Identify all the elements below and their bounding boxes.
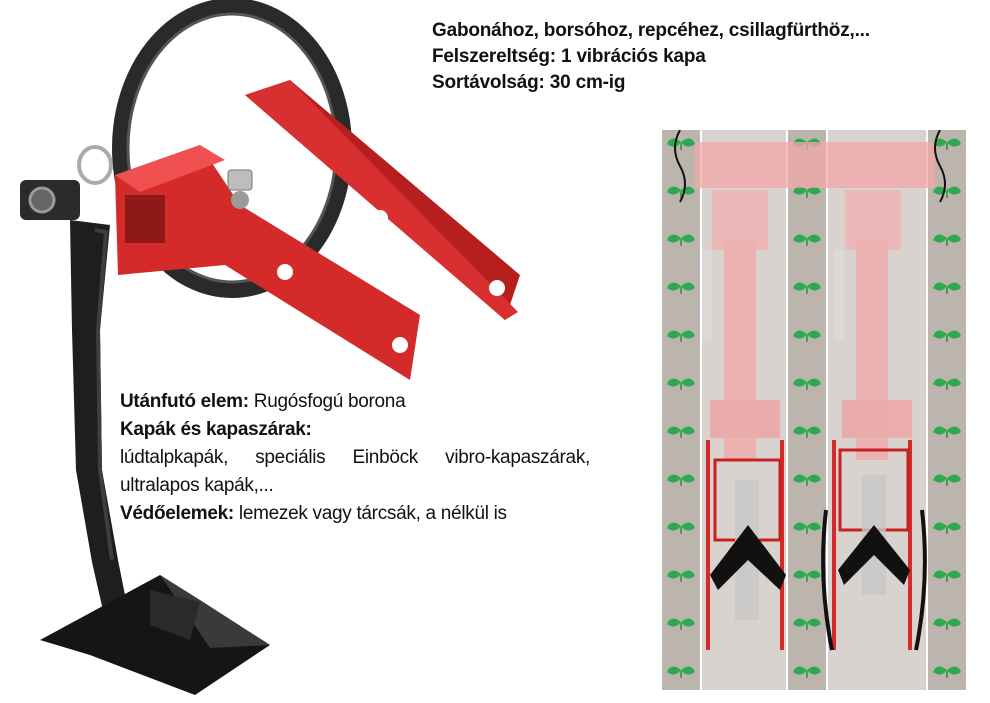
- crop-plant: [667, 378, 695, 390]
- protection-line: Védőelemek: lemezek vagy tárcsák, a nélk…: [120, 500, 590, 528]
- protection-label: Védőelemek:: [120, 503, 234, 524]
- left-unit-rail: [706, 440, 710, 650]
- protection-value: lemezek vagy tárcsák, a nélkül is: [233, 503, 507, 524]
- left-spring: [702, 250, 712, 340]
- crop-plant: [667, 618, 695, 630]
- crop-plant: [933, 138, 961, 150]
- crop-plant: [793, 666, 821, 678]
- crop-plant: [667, 330, 695, 342]
- left-hoe-unit: [706, 440, 786, 650]
- crops-line: Gabonához, borsóhoz, repcéhez, csillagfü…: [432, 20, 870, 41]
- hoes-line-2: ultralapos kapák,...: [120, 475, 274, 496]
- equipment-line: Felszereltség: 1 vibrációs kapa: [432, 46, 706, 67]
- crop-plant: [933, 426, 961, 438]
- right-unit-head: [842, 400, 912, 438]
- crop-plant: [667, 234, 695, 246]
- front-arm-hole: [392, 337, 408, 353]
- crop-plant: [933, 570, 961, 582]
- red-box-top: [115, 145, 225, 192]
- break-line: [934, 130, 946, 203]
- right-duckfoot-share: [838, 525, 910, 585]
- rear-arm-hole: [372, 210, 388, 226]
- crop-plant: [933, 186, 961, 198]
- description-block: Utánfutó elem: Rugósfogú borona Kapák és…: [120, 388, 590, 528]
- crop-plant: [933, 474, 961, 486]
- crop-plant: [667, 474, 695, 486]
- duckfoot-share-tip: [150, 590, 200, 640]
- soil-strip: [788, 130, 826, 690]
- crop-plant: [793, 234, 821, 246]
- crop-plant: [667, 282, 695, 294]
- mount-bolt: [28, 186, 56, 214]
- clamp-bolt: [227, 169, 253, 191]
- crop-plant: [667, 186, 695, 198]
- crop-plant: [667, 426, 695, 438]
- locking-pin-clip: [77, 145, 113, 185]
- right-hoe-unit: [821, 440, 927, 651]
- crop-plant: [667, 138, 695, 150]
- crop-plant: [793, 474, 821, 486]
- red-box-opening: [125, 195, 165, 243]
- right-unit-rail: [908, 440, 912, 650]
- duckfoot-share-wing: [160, 575, 270, 648]
- crop-plant: [933, 282, 961, 294]
- crop-plant: [793, 570, 821, 582]
- toolbar-frame: [695, 142, 935, 460]
- vibration-tine-illustration: [20, 0, 520, 695]
- crop-plant: [933, 522, 961, 534]
- soil-strip: [662, 130, 700, 690]
- crop-plant: [667, 522, 695, 534]
- row-spacing-line: Sortávolság: 30 cm-ig: [432, 72, 626, 93]
- feature-summary: Gabonához, borsóhoz, repcéhez, csillagfü…: [432, 18, 870, 96]
- crop-plant: [933, 618, 961, 630]
- red-rear-arm-face: [245, 80, 518, 320]
- crop-plant: [793, 618, 821, 630]
- crop-plant: [793, 282, 821, 294]
- crop-plant: [793, 426, 821, 438]
- left-unit-head: [710, 400, 780, 438]
- right-protection-disc: [914, 509, 927, 651]
- crop-plant: [933, 666, 961, 678]
- main-toolbar: [695, 142, 935, 188]
- right-protection-disc: [821, 509, 834, 651]
- crop-plant: [793, 330, 821, 342]
- crop-plant-rows: [667, 138, 961, 678]
- soil-strip: [928, 130, 966, 690]
- rear-arm-hole: [489, 280, 505, 296]
- left-unit-rail: [780, 440, 784, 650]
- left-duckfoot-share: [710, 525, 786, 590]
- trailing-value: Rugósfogú borona: [248, 391, 406, 412]
- crop-plant: [933, 234, 961, 246]
- crop-plant: [793, 522, 821, 534]
- trailing-label: Utánfutó elem:: [120, 391, 249, 412]
- clamp-nut: [231, 191, 249, 209]
- row-hoeing-top-view: [640, 130, 970, 690]
- crop-plant: [667, 666, 695, 678]
- red-front-arm: [115, 145, 420, 380]
- crop-plant: [667, 570, 695, 582]
- hoes-line-1: lúdtalpkapák, speciális Einböck vibro-ka…: [120, 447, 590, 468]
- duckfoot-share: [40, 575, 270, 695]
- crop-plant: [793, 378, 821, 390]
- trailing-element-line: Utánfutó elem: Rugósfogú borona: [120, 388, 590, 416]
- hoes-label: Kapák és kapaszárak:: [120, 419, 312, 440]
- crop-plant: [933, 378, 961, 390]
- front-arm-hole: [277, 264, 293, 280]
- right-unit-rail: [832, 440, 836, 650]
- tine-shank-edge: [94, 228, 114, 561]
- right-spring: [834, 250, 844, 340]
- crop-plant: [933, 330, 961, 342]
- break-line: [674, 130, 686, 203]
- crop-plant: [793, 186, 821, 198]
